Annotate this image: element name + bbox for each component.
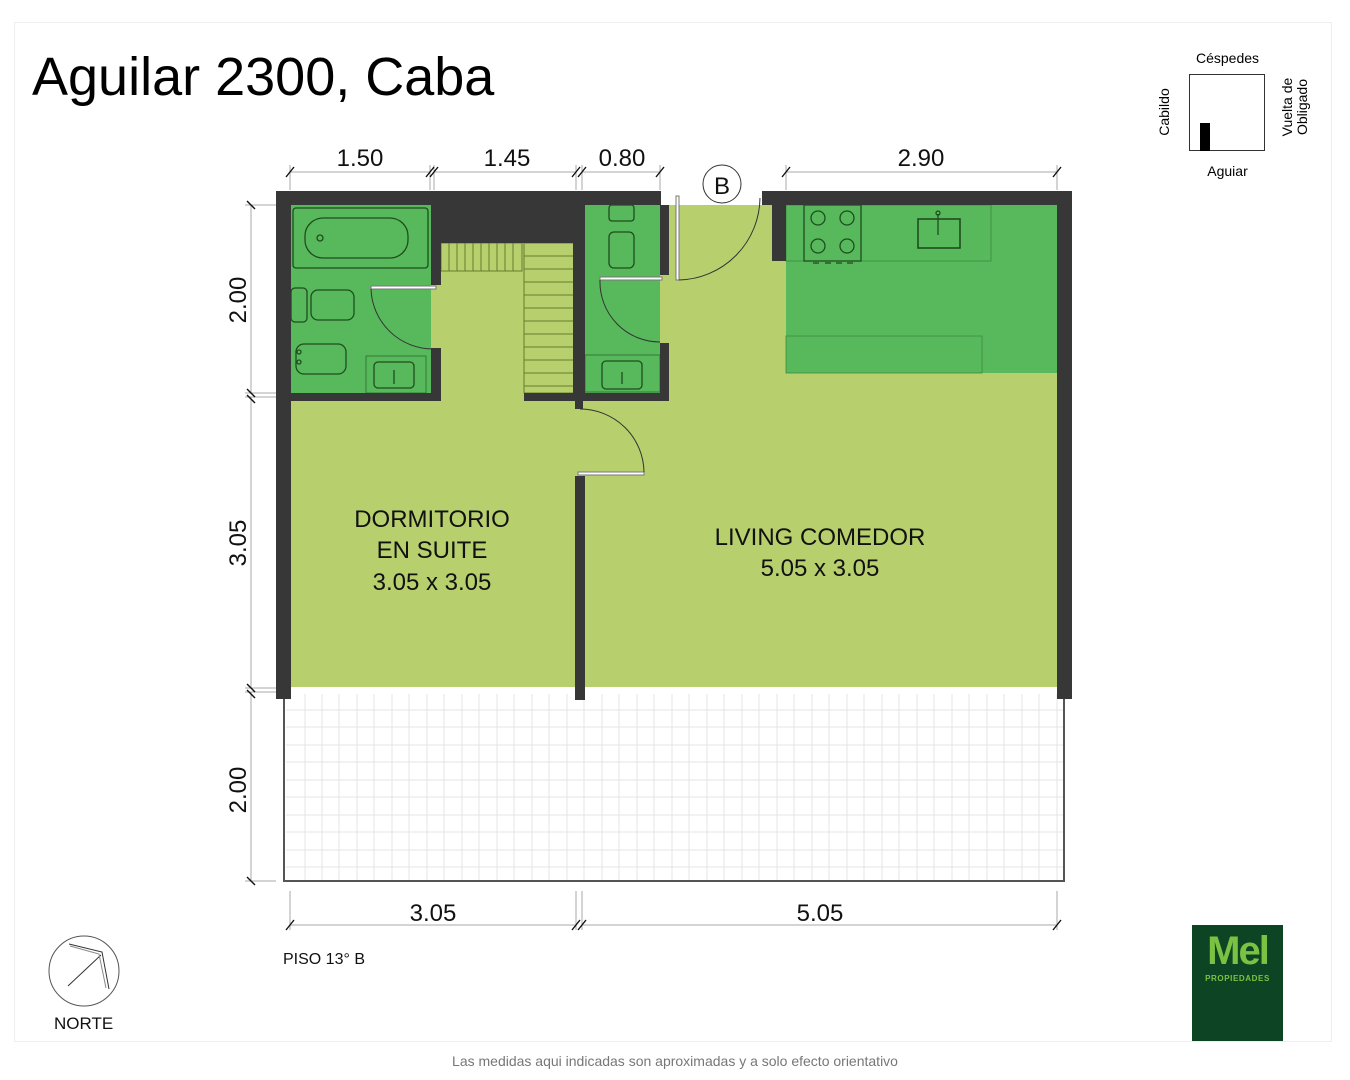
dim-top-1: 1.50 bbox=[337, 145, 384, 172]
orientation-box bbox=[1189, 74, 1265, 151]
door-bedroom bbox=[577, 408, 645, 476]
orientation-bottom-street: Aguiar bbox=[1207, 163, 1248, 179]
unit-marker-label: B bbox=[714, 173, 730, 200]
fixtures bbox=[290, 204, 992, 394]
terrace bbox=[283, 692, 1065, 882]
room-living-name: LIVING COMEDOR bbox=[715, 524, 926, 551]
orientation-key: Céspedes Cabildo Vuelta de Obligado Agui… bbox=[1150, 48, 1330, 188]
dim-top-2: 1.45 bbox=[484, 145, 531, 172]
dim-top-4: 2.90 bbox=[898, 145, 945, 172]
dim-bottom-2: 5.05 bbox=[797, 900, 844, 927]
floors bbox=[290, 205, 1058, 687]
kitchen-sink-icon bbox=[917, 210, 961, 249]
doors bbox=[370, 195, 761, 476]
door-bath1 bbox=[370, 285, 437, 350]
dim-left-3: 2.00 bbox=[225, 767, 252, 814]
walls bbox=[276, 191, 1072, 700]
room-bedroom-name-2: EN SUITE bbox=[377, 537, 488, 564]
page-title: Aguilar 2300, Caba bbox=[32, 47, 495, 107]
logo-subtitle: PROPIEDADES bbox=[1205, 974, 1270, 983]
room-bedroom-size: 3.05 x 3.05 bbox=[373, 569, 492, 596]
door-entrance bbox=[675, 195, 761, 281]
unit-marker: B bbox=[702, 164, 742, 204]
bidet-icon bbox=[295, 343, 347, 375]
north-label: NORTE bbox=[54, 1014, 114, 1033]
bathtub-icon bbox=[292, 207, 429, 269]
dim-top-3: 0.80 bbox=[599, 145, 646, 172]
north-arrow-icon bbox=[48, 935, 120, 1007]
room-bedroom-name-1: DORMITORIO bbox=[354, 506, 510, 533]
brand-logo: Mel PROPIEDADES bbox=[1192, 925, 1283, 1041]
logo-brand: Mel bbox=[1207, 929, 1270, 973]
floor-label: PISO 13° B bbox=[283, 951, 365, 968]
dimension-lines bbox=[245, 165, 1058, 930]
dim-left-2: 3.05 bbox=[225, 520, 252, 567]
orientation-unit-marker bbox=[1200, 123, 1210, 151]
dim-bottom-1: 3.05 bbox=[410, 900, 457, 927]
room-living-size: 5.05 x 3.05 bbox=[761, 555, 880, 582]
door-bath2 bbox=[599, 276, 663, 343]
page-frame bbox=[14, 22, 1332, 1042]
dimension-ticks bbox=[246, 166, 1062, 931]
dim-left-1: 2.00 bbox=[225, 277, 252, 324]
disclaimer: Las medidas aqui indicadas son aproximad… bbox=[452, 1053, 898, 1069]
orientation-top-street: Céspedes bbox=[1195, 50, 1260, 66]
